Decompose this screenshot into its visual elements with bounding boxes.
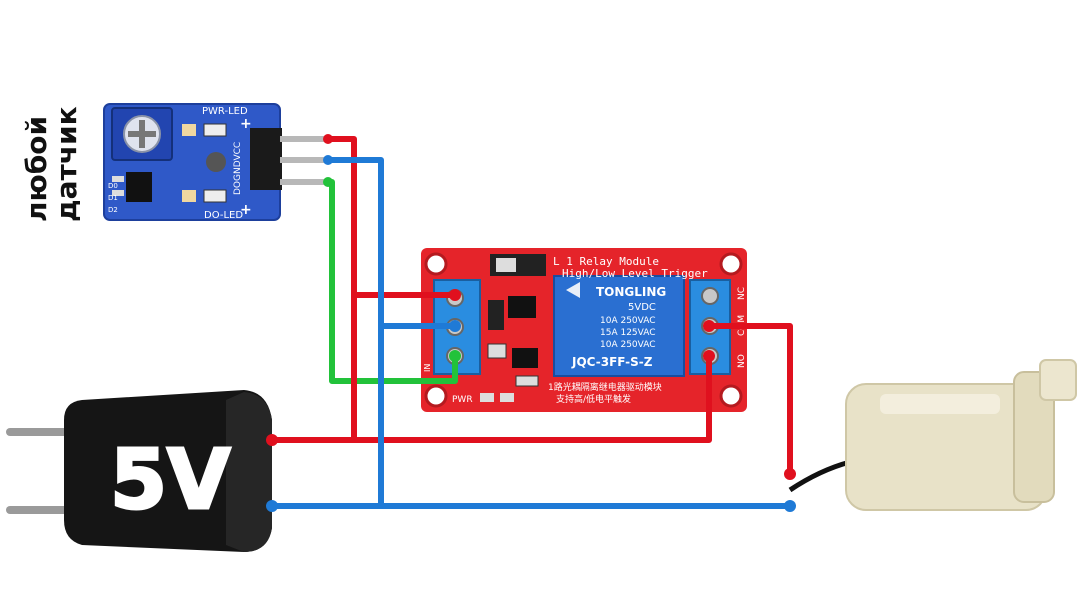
d2-label: D2 xyxy=(108,206,118,214)
relay-rating-1: 10A 250VAC xyxy=(600,316,656,326)
relay-brand: TONGLING xyxy=(596,285,666,299)
wire-red-supply xyxy=(272,356,712,443)
plus-top: + xyxy=(240,116,252,132)
wire-red-pump xyxy=(709,323,793,474)
pump-icon xyxy=(788,359,1077,511)
potentiometer-icon xyxy=(111,107,173,161)
do-led-label: DO-LED xyxy=(204,210,243,221)
relay-pwr-label: PWR xyxy=(452,395,473,405)
d1-label: D1 xyxy=(108,194,118,202)
relay-voltage: 5VDC xyxy=(628,302,656,313)
plus-bottom: + xyxy=(240,202,252,218)
relay-cn-2: 支持高/低电平触发 xyxy=(556,393,631,405)
relay-rating-2: 15A 125VAC xyxy=(600,328,656,338)
relay-in-label: IN xyxy=(423,364,432,372)
relay-title-2: High/Low Level Trigger xyxy=(562,267,708,280)
relay-title-1: L 1 Relay Module xyxy=(553,255,659,268)
wire-blue-gnd xyxy=(328,157,455,329)
relay-cn-1: 1路光耦隔离继电器驱动模块 xyxy=(548,381,662,393)
d0-label: D0 xyxy=(108,182,118,190)
pins-label: DOGNDVCC xyxy=(233,142,243,195)
relay-rating-3: 10A 250VAC xyxy=(600,340,656,350)
relay-model: JQC-3FF-S-Z xyxy=(571,355,653,369)
sensor-module: PWR-LED DO-LED DOGNDVCC + + D0 D1 D2 xyxy=(103,103,324,221)
wire-red-vcc xyxy=(328,136,455,298)
relay-module: TONGLING 5VDC 10A 250VAC 15A 125VAC 10A … xyxy=(421,248,747,412)
relay-nc-label: NC xyxy=(737,287,747,300)
adapter-voltage-label: 5V xyxy=(110,433,231,528)
power-adapter-icon: 5V xyxy=(6,390,272,552)
pwr-led-label: PWR-LED xyxy=(202,106,248,117)
relay-no-label: NO xyxy=(737,354,747,368)
